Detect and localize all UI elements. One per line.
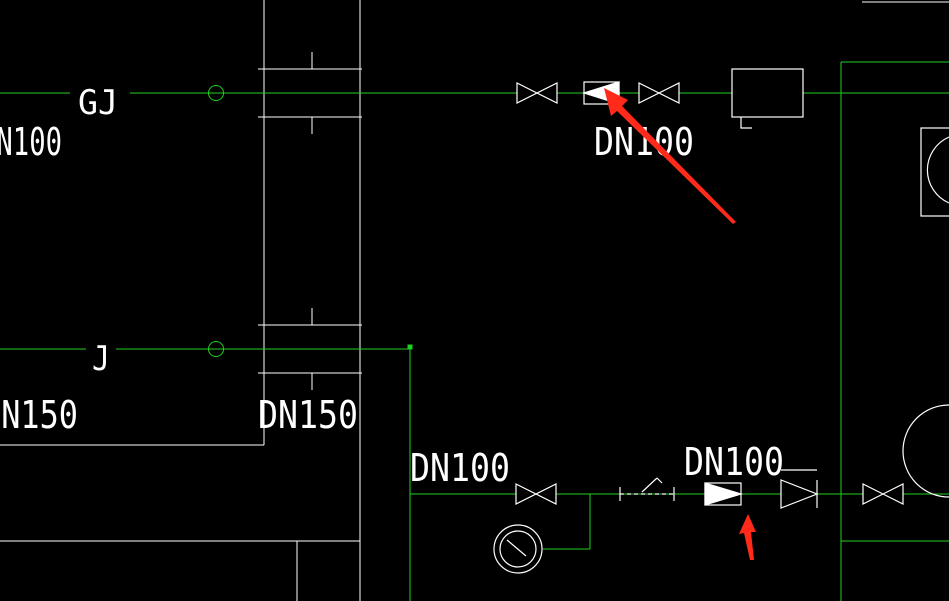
- gj-left-size-label: DN100: [0, 120, 62, 164]
- pump-arc-top: [926, 136, 949, 204]
- pressure-gauge-icon[interactable]: [493, 524, 543, 574]
- equipment-fragments: [902, 127, 949, 498]
- bottom-valve-size-label: DN100: [684, 440, 784, 484]
- j-pipe-label: J: [92, 339, 110, 379]
- check-valve-branch-2[interactable]: [780, 469, 819, 509]
- annotation-arrows: [604, 88, 756, 560]
- red-arrow-icon-bottom: [739, 514, 756, 560]
- gj-riser-circle: [208, 85, 224, 101]
- check-valve-gj[interactable]: [581, 81, 620, 105]
- gate-valve-gj-1[interactable]: [516, 82, 558, 104]
- branch-size-label: DN100: [410, 446, 510, 490]
- check-valve-branch[interactable]: [704, 482, 744, 506]
- strainer-icon[interactable]: [619, 477, 675, 501]
- pump-box: [920, 127, 949, 217]
- pipes: [0, 61, 949, 601]
- text-labels: GJ J DN100 DN100 DN150 DN150 DN100 DN100: [0, 83, 784, 490]
- branch-node: [407, 344, 413, 350]
- j-left-size-label: DN150: [0, 393, 78, 437]
- gate-valve-branch-2[interactable]: [862, 483, 904, 505]
- shaft-size-label: DN150: [258, 393, 358, 437]
- branch-components: [493, 469, 904, 574]
- gate-valve-branch-1[interactable]: [515, 483, 557, 505]
- red-arrow-icon-top: [604, 88, 736, 224]
- gj-components: [516, 68, 804, 129]
- pump-arc-bottom: [902, 404, 949, 498]
- tank-icon[interactable]: [731, 68, 804, 129]
- gj-valve-size-label: DN100: [594, 120, 694, 164]
- j-riser-circle: [208, 341, 224, 357]
- gj-pipe-label: GJ: [78, 83, 118, 123]
- gate-valve-gj-2[interactable]: [638, 82, 680, 104]
